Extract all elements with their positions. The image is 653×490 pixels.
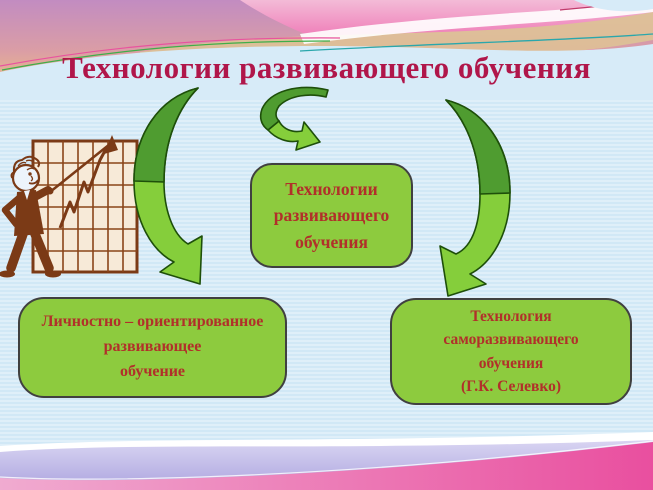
slide-title: Технологии развивающего обучения bbox=[62, 50, 591, 85]
left-box-line: обучение bbox=[119, 362, 186, 380]
left-box: Личностно – ориентированное развивающее … bbox=[18, 297, 287, 398]
growth-chart-icon bbox=[31, 135, 139, 274]
right-box: Технология саморазвивающего обучения (Г.… bbox=[390, 298, 632, 405]
center-box-line: развивающего bbox=[273, 205, 390, 226]
center-box: Технологии развивающего обучения bbox=[250, 163, 413, 268]
center-box-line: Технологии bbox=[285, 179, 378, 200]
left-box-line: Личностно – ориентированное bbox=[41, 313, 264, 331]
right-box-line: обучения bbox=[478, 354, 544, 372]
center-box-line: обучения bbox=[295, 231, 368, 252]
right-box-line: Технология bbox=[470, 308, 552, 325]
curved-arrow-left-icon bbox=[133, 87, 203, 285]
right-box-line: (Г.К. Селевко) bbox=[461, 377, 561, 395]
top-wave-decoration-icon bbox=[0, 0, 653, 100]
right-box-line: саморазвивающего bbox=[443, 331, 579, 349]
curved-arrow-right-icon bbox=[439, 99, 511, 297]
man-pointing-at-growth-chart-icon bbox=[0, 135, 139, 278]
loop-arrow-center-icon bbox=[259, 86, 329, 151]
pointer-stick bbox=[49, 143, 111, 193]
bottom-wave-decoration-icon bbox=[0, 432, 653, 490]
presenter-man-icon bbox=[0, 155, 61, 278]
left-box-line: развивающее bbox=[103, 338, 202, 356]
